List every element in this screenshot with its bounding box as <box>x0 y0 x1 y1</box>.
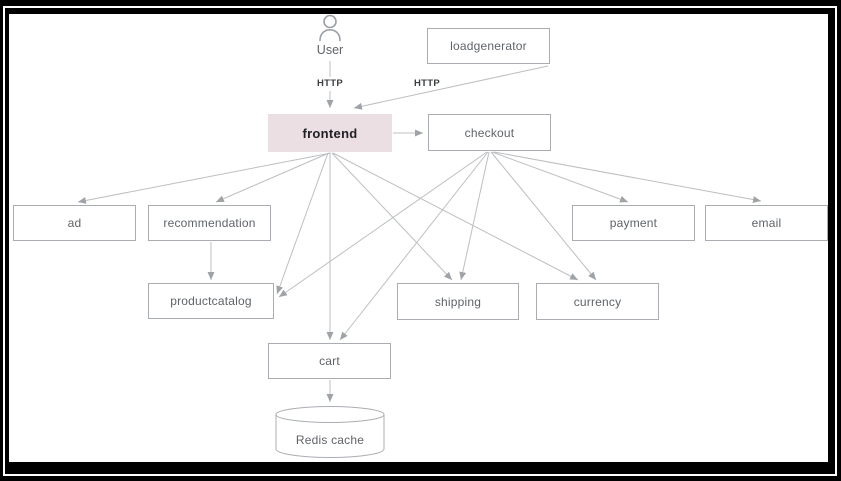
node-cart-label: cart <box>319 354 340 368</box>
edge-loadgenerator-frontend <box>353 65 549 110</box>
node-currency[interactable]: currency <box>536 283 659 320</box>
node-productcatalog-label: productcatalog <box>170 294 252 308</box>
node-recommendation[interactable]: recommendation <box>148 205 271 241</box>
http-label-user-frontend: HTTP <box>313 77 347 91</box>
node-shipping-label: shipping <box>434 294 482 309</box>
edge-frontend-currency <box>332 152 579 281</box>
node-email-label: email <box>751 216 782 230</box>
node-loadgenerator[interactable]: loadgenerator <box>427 28 550 64</box>
edge-frontend-productcatalog <box>276 152 329 295</box>
edge-frontend-ad <box>77 152 332 204</box>
node-payment[interactable]: payment <box>572 205 695 241</box>
edge-frontend-recommendation <box>215 152 330 203</box>
node-loadgenerator-label: loadgenerator <box>450 39 527 53</box>
node-frontend[interactable]: frontend <box>268 114 392 152</box>
user-person-icon <box>317 14 343 47</box>
edge-checkout-productcatalog <box>278 151 488 298</box>
edge-checkout-currency <box>490 151 597 281</box>
http-label-loadgenerator-frontend: HTTP <box>413 78 441 89</box>
node-email[interactable]: email <box>705 205 828 241</box>
node-productcatalog[interactable]: productcatalog <box>148 283 274 319</box>
edge-checkout-cart <box>339 151 489 341</box>
node-currency-label: currency <box>573 294 622 309</box>
node-shipping[interactable]: shipping <box>397 283 519 320</box>
node-ad[interactable]: ad <box>13 205 136 241</box>
database-cylinder-icon <box>275 406 385 458</box>
user-label: User <box>316 43 344 57</box>
node-checkout-label: checkout <box>464 125 515 140</box>
edge-checkout-payment <box>491 151 629 203</box>
node-cart[interactable]: cart <box>268 343 391 379</box>
node-checkout[interactable]: checkout <box>428 114 551 151</box>
node-frontend-label: frontend <box>302 125 358 141</box>
edge-checkout-shipping <box>459 151 490 281</box>
edge-checkout-email <box>493 151 762 203</box>
node-ad-label: ad <box>67 216 82 230</box>
node-payment-label: payment <box>609 216 658 230</box>
node-recommendation-label: recommendation <box>163 216 256 230</box>
node-redis-cache[interactable] <box>275 405 385 464</box>
node-redis-cache-label: Redis cache <box>295 433 365 447</box>
edge-frontend-shipping <box>331 152 453 281</box>
